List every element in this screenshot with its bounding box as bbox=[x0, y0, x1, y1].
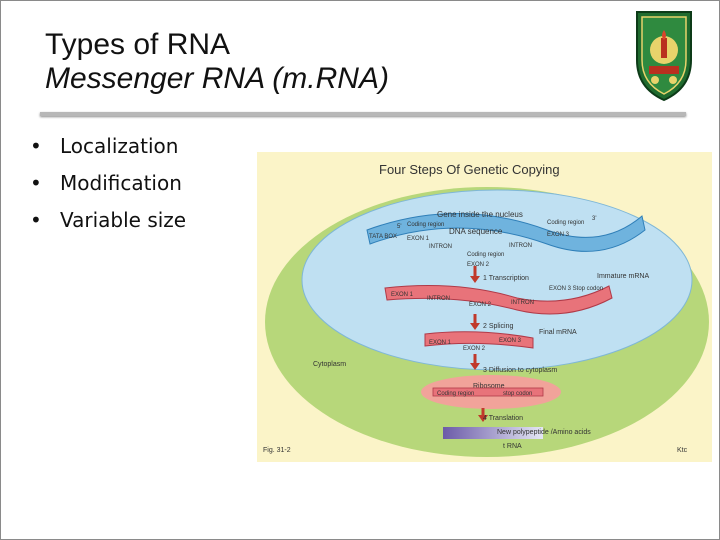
step-4-label: 4 Translation bbox=[483, 415, 523, 422]
exon-2-label: EXON 2 bbox=[463, 346, 486, 352]
coding-region-3-label: Coding region bbox=[547, 220, 584, 226]
exon-3-label: EXON 3 bbox=[499, 338, 522, 344]
slide-title: Types of RNA Messenger RNA (m.RNA) bbox=[45, 28, 389, 96]
immature-mrna-label: Immature mRNA bbox=[597, 273, 649, 280]
bullet-text: Variable size bbox=[60, 208, 187, 232]
step-3-label: 3 Diffusion to cytoplasm bbox=[483, 367, 557, 374]
figure-diagram: Four Steps Of Genetic Copying Gene insid… bbox=[263, 162, 709, 457]
intron-label: INTRON bbox=[427, 296, 450, 302]
coding-region-ribo-label: Coding region bbox=[437, 391, 474, 397]
step-2-label: 2 Splicing bbox=[483, 323, 513, 330]
immature-mrna-strand bbox=[384, 285, 613, 315]
exon-3-stop-label: EXON 3 Stop codon bbox=[549, 286, 603, 292]
ribosome-mrna bbox=[432, 387, 544, 397]
stop-codon-label: stop codon bbox=[503, 391, 532, 397]
ribosome-label: Ribosome bbox=[473, 383, 505, 390]
title-line-2: Messenger RNA (m.RNA) bbox=[45, 62, 389, 95]
figure-title: Four Steps Of Genetic Copying bbox=[379, 162, 560, 177]
genetic-copying-figure: Four Steps Of Genetic Copying Gene insid… bbox=[257, 152, 712, 462]
five-prime-label: 5' bbox=[397, 224, 401, 230]
list-item: •Localization bbox=[30, 134, 179, 158]
intron-label: INTRON bbox=[511, 300, 534, 306]
exon-3-label: EXON 3 bbox=[547, 232, 570, 238]
dna-strand bbox=[366, 213, 646, 252]
exon-1-label: EXON 1 bbox=[407, 236, 430, 242]
coding-region-1-label: Coding region bbox=[407, 222, 444, 228]
title-divider bbox=[40, 112, 686, 116]
title-line-1: Types of RNA bbox=[45, 28, 231, 61]
bullet-text: Modification bbox=[60, 171, 182, 195]
step-1-label: 1 Transcription bbox=[483, 275, 529, 282]
university-emblem-icon bbox=[636, 11, 692, 102]
cytoplasm-label: Cytoplasm bbox=[313, 361, 346, 368]
exon-1-label: EXON 1 bbox=[429, 340, 452, 346]
final-mrna-label: Final mRNA bbox=[539, 329, 577, 336]
three-prime-label: 3' bbox=[592, 216, 596, 222]
dna-label: DNA sequence bbox=[449, 227, 503, 236]
figure-credit: Ktc bbox=[677, 447, 688, 454]
coding-region-2-label: Coding region bbox=[467, 252, 504, 258]
exon-2-label: EXON 2 bbox=[469, 302, 492, 308]
polypeptide-bar bbox=[443, 427, 543, 439]
tata-box-label: TATA BOX bbox=[369, 234, 397, 240]
final-mrna-strand bbox=[424, 331, 534, 349]
intron-label: INTRON bbox=[429, 244, 452, 250]
bullet-list: •Localization •Modification •Variable si… bbox=[28, 132, 186, 243]
bullet-text: Localization bbox=[60, 134, 179, 158]
list-item: •Variable size bbox=[30, 208, 187, 232]
exon-2-label: EXON 2 bbox=[467, 262, 490, 268]
gene-label: Gene inside the nucleus bbox=[437, 210, 523, 219]
trna-label: t RNA bbox=[503, 443, 522, 450]
intron-label: INTRON bbox=[509, 243, 532, 249]
polypeptide-label: New polypeptide /Amino acids bbox=[497, 429, 591, 436]
figure-number: Fig. 31-2 bbox=[263, 447, 291, 454]
list-item: •Modification bbox=[30, 171, 182, 195]
exon-1-label: EXON 1 bbox=[391, 292, 414, 298]
